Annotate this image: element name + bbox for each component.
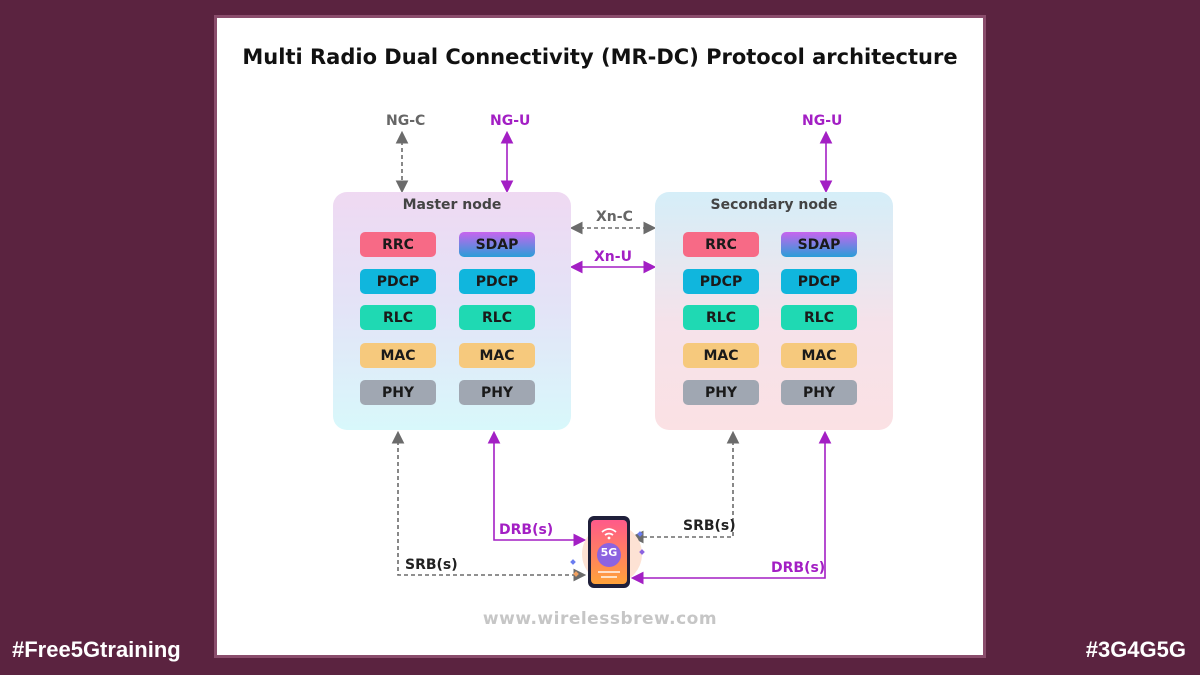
master-rlc-block: RLC <box>360 305 436 330</box>
xn-c-label: Xn-C <box>596 209 633 225</box>
drb-master-label: DRB(s) <box>499 522 554 538</box>
master-phy-block-2: PHY <box>459 380 535 405</box>
secondary-node-title: Secondary node <box>710 197 838 213</box>
drb-secondary-label: DRB(s) <box>771 560 826 576</box>
master-pdcp-block: PDCP <box>360 269 436 294</box>
ue-5g-badge: 5G <box>600 546 618 559</box>
secondary-mac-block: MAC <box>683 343 759 368</box>
ng-u-secondary-label: NG-U <box>802 113 843 129</box>
srb-master-label: SRB(s) <box>405 557 458 573</box>
diagram-title: Multi Radio Dual Connectivity (MR-DC) Pr… <box>242 45 958 69</box>
ng-c-label: NG-C <box>386 113 426 129</box>
secondary-phy-block: PHY <box>683 380 759 405</box>
secondary-mac-block-2: MAC <box>781 343 857 368</box>
master-node: Master node RRC PDCP RLC MAC PHY SDAP PD… <box>333 192 571 430</box>
drb-secondary-link <box>630 430 832 585</box>
master-sdap-block: SDAP <box>459 232 535 257</box>
xn-u-label: Xn-U <box>594 249 632 265</box>
master-node-title: Master node <box>402 197 502 213</box>
ue-phone-icon <box>570 516 645 588</box>
secondary-sdap-block: SDAP <box>781 232 857 257</box>
master-mac-block-2: MAC <box>459 343 535 368</box>
master-pdcp-block-2: PDCP <box>459 269 535 294</box>
secondary-pdcp-block: PDCP <box>683 269 759 294</box>
srb-secondary-label: SRB(s) <box>683 518 736 534</box>
drb-master-link <box>487 430 587 547</box>
master-phy-block: PHY <box>360 380 436 405</box>
secondary-rlc-block: RLC <box>683 305 759 330</box>
master-rrc-block: RRC <box>360 232 436 257</box>
secondary-rlc-block-2: RLC <box>781 305 857 330</box>
ng-u-master-label: NG-U <box>490 113 531 129</box>
watermark: www.wirelessbrew.com <box>482 609 718 629</box>
secondary-pdcp-block-2: PDCP <box>781 269 857 294</box>
footer-left-hashtag: #Free5Gtraining <box>12 637 181 662</box>
srb-master-link <box>391 430 587 582</box>
master-mac-block: MAC <box>360 343 436 368</box>
secondary-rrc-block: RRC <box>683 232 759 257</box>
footer-right-hashtag: #3G4G5G <box>1085 637 1186 662</box>
secondary-node: Secondary node RRC PDCP RLC MAC PHY SDAP… <box>655 192 893 430</box>
master-rlc-block-2: RLC <box>459 305 535 330</box>
secondary-phy-block-2: PHY <box>781 380 857 405</box>
